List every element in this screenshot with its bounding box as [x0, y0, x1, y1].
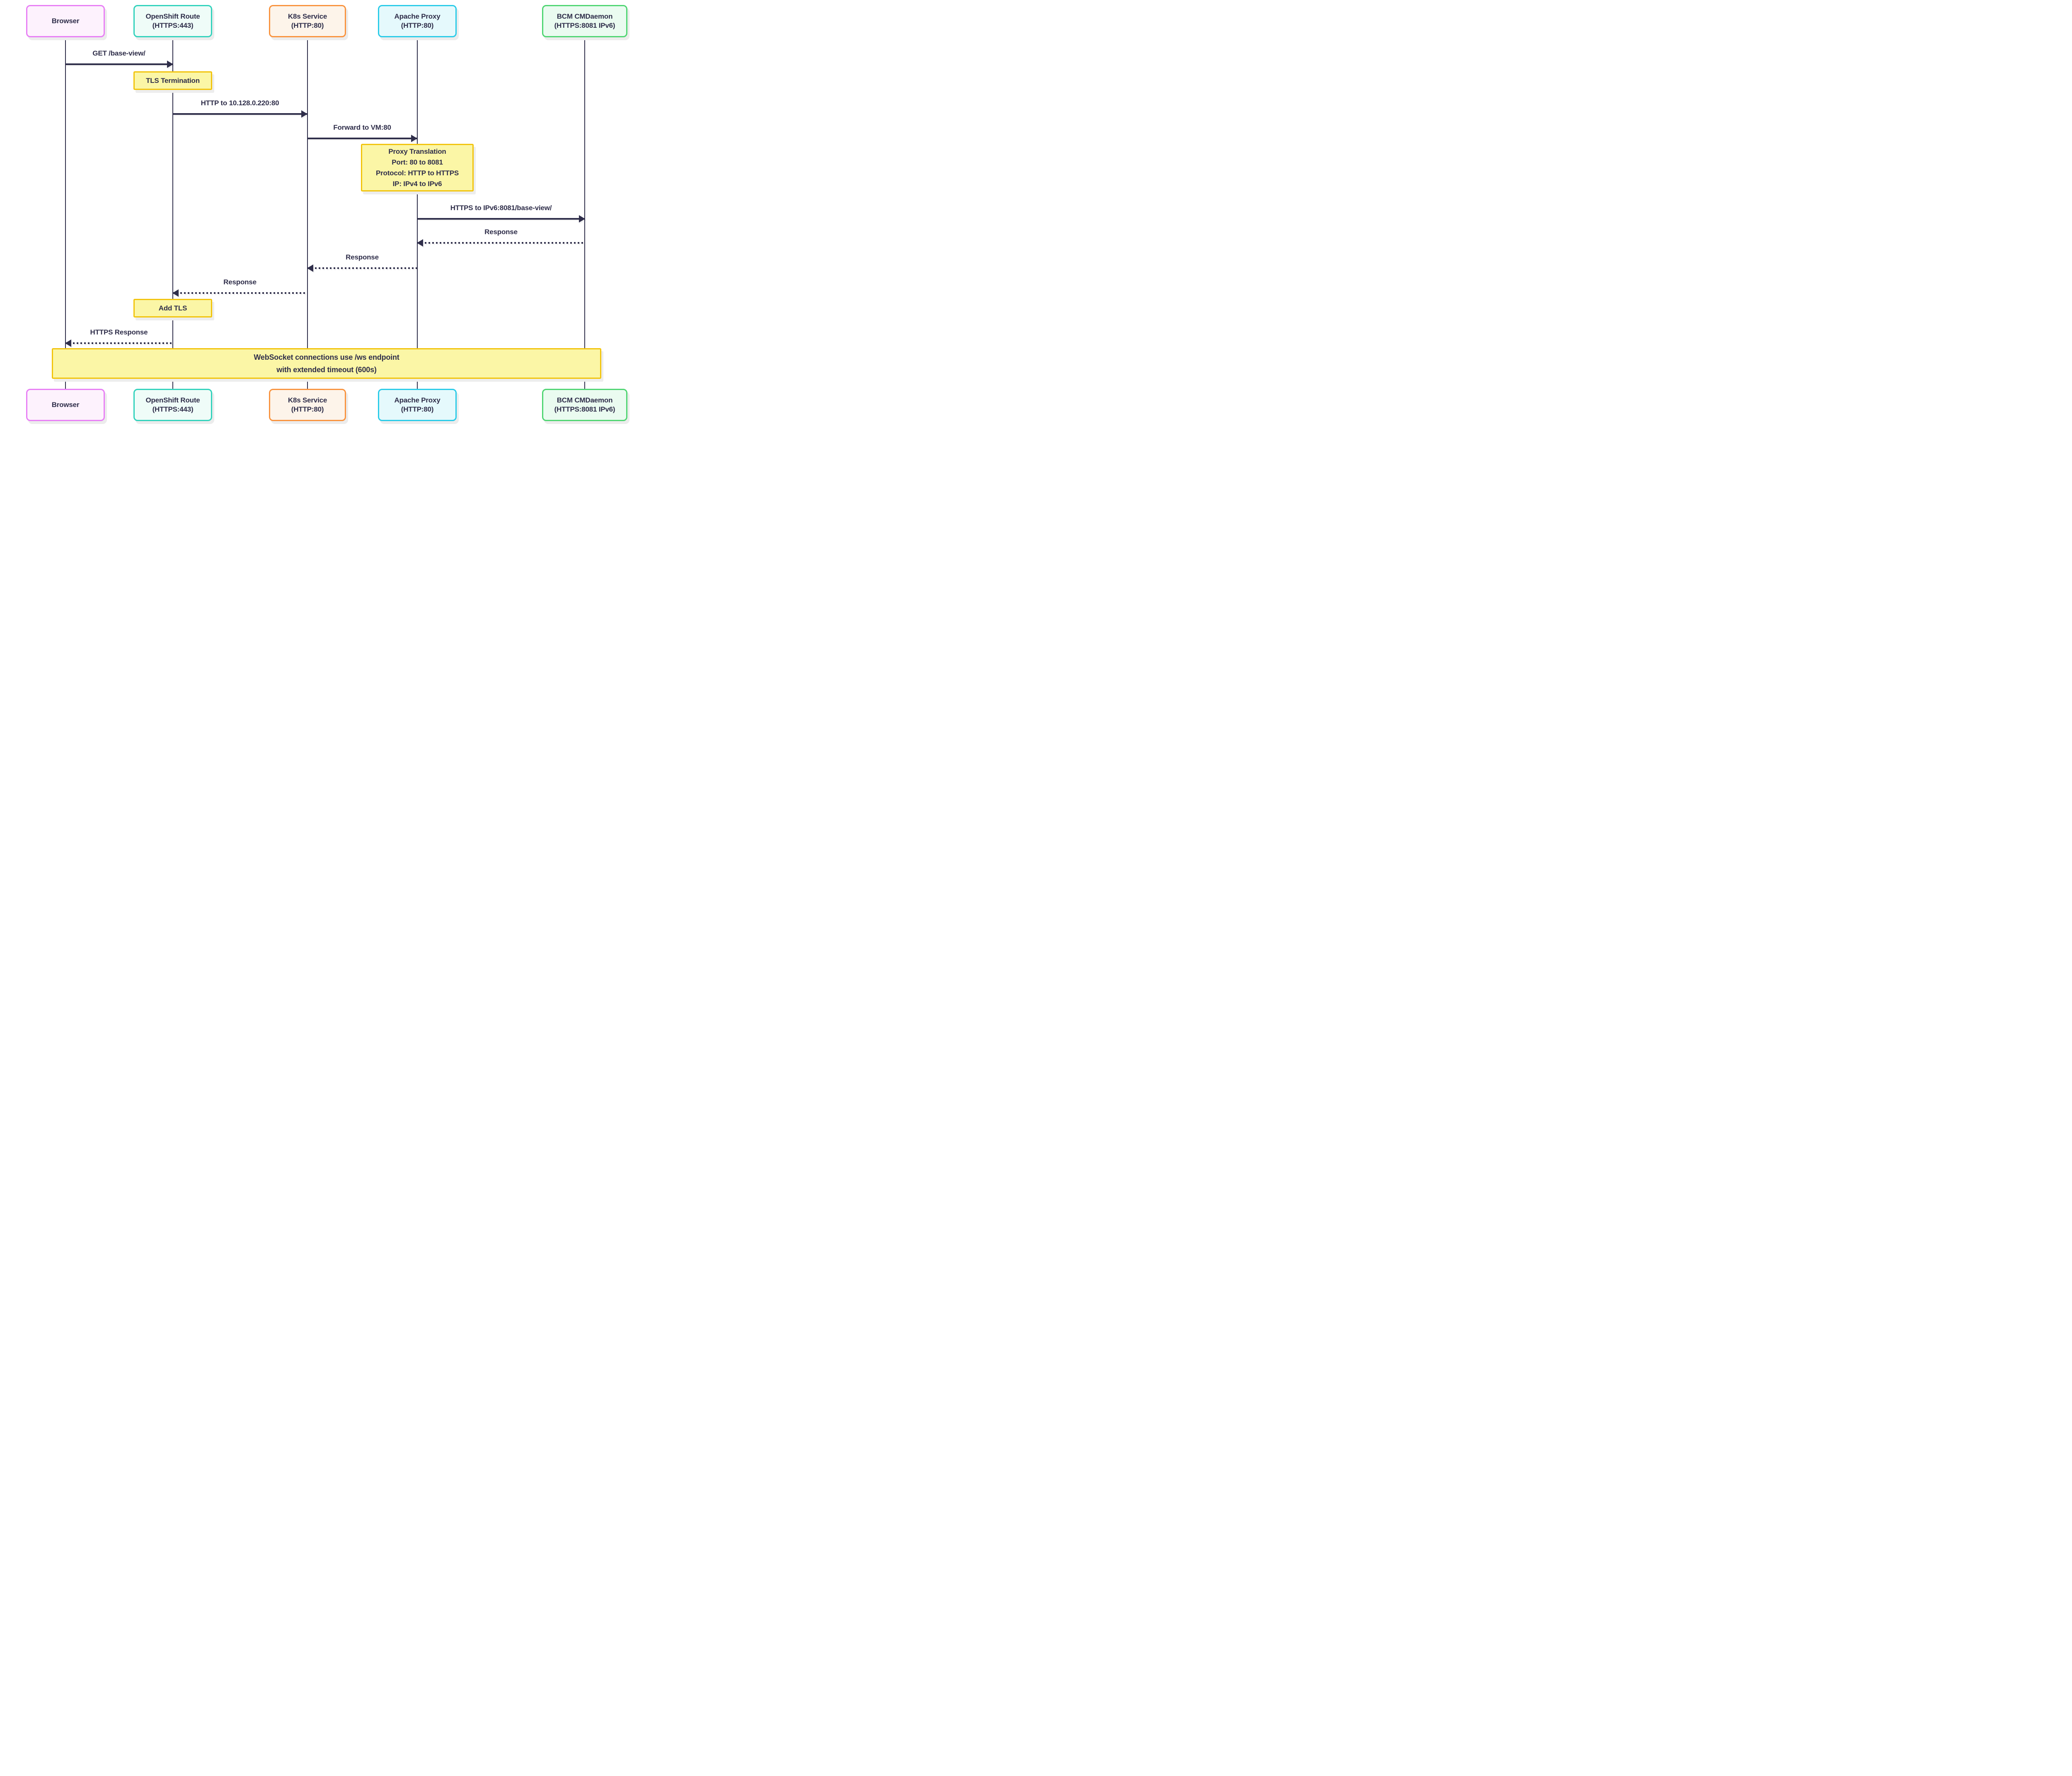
arrow-line: [65, 342, 173, 344]
message-arrow-response-bcm: [417, 239, 585, 247]
actor-top-browser: Browser: [26, 5, 105, 37]
message-arrow-forward-to-vm: [307, 135, 417, 142]
arrowhead-right-icon: [411, 135, 417, 142]
note-line: Protocol: HTTP to HTTPS: [375, 169, 459, 177]
message-arrow-https-to-ipv6: [417, 215, 585, 223]
note-websocket: WebSocket connections use /ws endpoint w…: [52, 348, 601, 379]
arrowhead-right-icon: [301, 110, 307, 118]
actor-label: OpenShift Route: [145, 396, 200, 404]
arrowhead-left-icon: [307, 264, 313, 272]
actor-label: Browser: [51, 401, 80, 409]
actor-bottom-k8s-service: K8s Service (HTTP:80): [269, 389, 346, 421]
note-line: with extended timeout (600s): [276, 366, 377, 374]
actor-bottom-bcm-cmdaemon: BCM CMDaemon (HTTPS:8081 IPv6): [542, 389, 627, 421]
note-line: TLS Termination: [146, 76, 200, 85]
message-arrow-https-response: [65, 339, 173, 347]
actor-bottom-apache-proxy: Apache Proxy (HTTP:80): [378, 389, 457, 421]
actor-sublabel: (HTTPS:443): [152, 22, 194, 29]
lifeline-apache-proxy: [417, 36, 418, 390]
actor-top-apache-proxy: Apache Proxy (HTTP:80): [378, 5, 457, 37]
actor-label: Apache Proxy: [394, 396, 441, 404]
message-label-https-to-ipv6: HTTPS to IPv6:8081/base-view/: [450, 204, 552, 212]
note-line: Port: 80 to 8081: [392, 158, 443, 166]
arrowhead-left-icon: [65, 339, 71, 347]
actor-label: Browser: [51, 17, 80, 25]
sequence-diagram: Browser OpenShift Route (HTTPS:443) K8s …: [0, 0, 653, 444]
actor-sublabel: (HTTPS:8081 IPv6): [554, 22, 615, 29]
message-label-response-apache: Response: [346, 253, 379, 261]
note-line: Proxy Translation: [388, 147, 446, 155]
note-line: Add TLS: [158, 304, 187, 312]
note-add-tls: Add TLS: [133, 299, 212, 317]
message-label-get-base-view: GET /base-view/: [92, 49, 145, 57]
actor-sublabel: (HTTP:80): [401, 22, 434, 29]
actor-sublabel: (HTTPS:443): [152, 405, 194, 413]
actor-bottom-browser: Browser: [26, 389, 105, 421]
arrow-line: [173, 113, 307, 115]
arrow-line: [173, 292, 307, 294]
lifeline-browser: [65, 36, 66, 390]
actor-top-k8s-service: K8s Service (HTTP:80): [269, 5, 346, 37]
arrow-line: [417, 218, 585, 220]
arrowhead-left-icon: [172, 289, 179, 297]
arrow-line: [417, 242, 585, 244]
arrow-line: [65, 63, 173, 65]
actor-label: K8s Service: [288, 12, 327, 20]
actor-top-bcm-cmdaemon: BCM CMDaemon (HTTPS:8081 IPv6): [542, 5, 627, 37]
arrow-line: [307, 138, 417, 139]
actor-label: K8s Service: [288, 396, 327, 404]
message-label-http-to-ip: HTTP to 10.128.0.220:80: [201, 99, 279, 107]
actor-label: OpenShift Route: [145, 12, 200, 20]
arrowhead-left-icon: [417, 239, 423, 247]
actor-top-openshift-route: OpenShift Route (HTTPS:443): [133, 5, 212, 37]
message-label-forward-to-vm: Forward to VM:80: [333, 124, 391, 131]
lifeline-k8s-service: [307, 36, 308, 390]
note-line: IP: IPv4 to IPv6: [392, 179, 442, 188]
message-arrow-response-k8s: [172, 289, 307, 297]
note-line: WebSocket connections use /ws endpoint: [254, 353, 399, 361]
actor-sublabel: (HTTPS:8081 IPv6): [554, 405, 615, 413]
message-arrow-http-to-ip: [173, 110, 307, 118]
message-label-https-response: HTTPS Response: [90, 328, 148, 336]
arrow-line: [307, 267, 417, 269]
lifeline-bcm-cmdaemon: [584, 36, 585, 390]
message-arrow-response-apache: [307, 264, 417, 272]
message-arrow-get-base-view: [65, 61, 173, 68]
note-tls-termination: TLS Termination: [133, 71, 212, 90]
note-proxy-translation: Proxy Translation Port: 80 to 8081 Proto…: [361, 144, 474, 191]
actor-label: BCM CMDaemon: [557, 12, 613, 20]
actor-sublabel: (HTTP:80): [291, 405, 324, 413]
actor-label: Apache Proxy: [394, 12, 441, 20]
actor-sublabel: (HTTP:80): [401, 405, 434, 413]
message-label-response-bcm: Response: [484, 228, 518, 236]
actor-bottom-openshift-route: OpenShift Route (HTTPS:443): [133, 389, 212, 421]
actor-sublabel: (HTTP:80): [291, 22, 324, 29]
message-label-response-k8s: Response: [223, 278, 257, 286]
actor-label: BCM CMDaemon: [557, 396, 613, 404]
arrowhead-right-icon: [167, 61, 173, 68]
lifeline-openshift-route: [172, 36, 173, 390]
arrowhead-right-icon: [579, 215, 585, 223]
